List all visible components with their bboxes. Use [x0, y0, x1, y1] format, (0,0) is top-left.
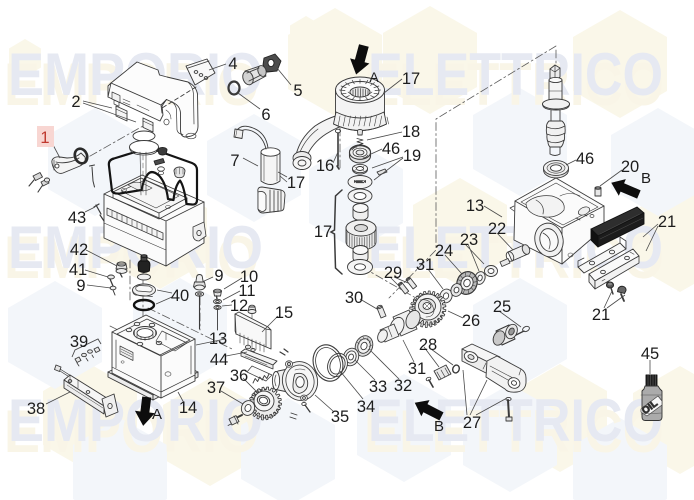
svg-text:27: 27 — [463, 414, 481, 432]
svg-text:44: 44 — [210, 351, 228, 369]
svg-text:EMPORIO: EMPORIO — [4, 398, 259, 465]
svg-text:23: 23 — [460, 231, 478, 249]
svg-text:2: 2 — [71, 93, 80, 111]
svg-text:41: 41 — [69, 261, 87, 279]
svg-text:ELETTRICO: ELETTRICO — [368, 41, 663, 108]
svg-text:9: 9 — [76, 277, 85, 295]
svg-text:45: 45 — [641, 345, 659, 363]
svg-text:36: 36 — [230, 367, 248, 385]
svg-text:21: 21 — [592, 306, 610, 324]
svg-text:30: 30 — [345, 289, 363, 307]
svg-text:42: 42 — [70, 241, 88, 259]
svg-text:16: 16 — [316, 157, 334, 175]
svg-text:43: 43 — [68, 209, 86, 227]
svg-text:ELETTRICO: ELETTRICO — [364, 398, 664, 465]
svg-text:28: 28 — [419, 336, 437, 354]
svg-text:1: 1 — [40, 129, 49, 147]
svg-text:9: 9 — [214, 267, 223, 285]
svg-text:13: 13 — [466, 197, 484, 215]
svg-text:24: 24 — [435, 242, 453, 260]
svg-text:13: 13 — [209, 330, 227, 348]
svg-text:10: 10 — [240, 268, 258, 286]
svg-text:17: 17 — [314, 223, 332, 241]
svg-text:39: 39 — [70, 333, 88, 351]
svg-text:B: B — [434, 418, 444, 435]
svg-text:40: 40 — [171, 287, 189, 305]
svg-text:11: 11 — [238, 282, 255, 300]
svg-text:34: 34 — [357, 398, 375, 416]
svg-text:A: A — [152, 406, 162, 423]
svg-text:18: 18 — [402, 123, 420, 141]
svg-text:4: 4 — [228, 55, 237, 73]
svg-text:38: 38 — [27, 400, 45, 418]
svg-text:7: 7 — [230, 152, 239, 170]
svg-text:35: 35 — [331, 408, 349, 426]
svg-text:17: 17 — [287, 174, 305, 192]
svg-text:25: 25 — [493, 298, 511, 316]
svg-text:31: 31 — [416, 256, 434, 274]
svg-text:5: 5 — [293, 82, 302, 100]
svg-text:33: 33 — [369, 378, 387, 396]
svg-text:46: 46 — [382, 140, 400, 158]
svg-text:22: 22 — [488, 220, 506, 238]
svg-text:17: 17 — [402, 70, 420, 88]
svg-text:29: 29 — [384, 264, 402, 282]
svg-text:46: 46 — [576, 150, 594, 168]
svg-text:12: 12 — [230, 297, 248, 315]
svg-text:ELETTRICO: ELETTRICO — [368, 387, 663, 454]
svg-text:6: 6 — [261, 106, 270, 124]
svg-text:20: 20 — [621, 158, 639, 176]
svg-text:B: B — [641, 170, 651, 187]
svg-text:A: A — [369, 69, 379, 85]
svg-text:19: 19 — [403, 147, 421, 165]
svg-text:EMPORIO: EMPORIO — [8, 387, 263, 454]
svg-text:15: 15 — [275, 304, 293, 322]
svg-text:21: 21 — [658, 213, 676, 231]
svg-text:32: 32 — [394, 377, 412, 395]
svg-text:14: 14 — [179, 399, 197, 417]
svg-text:26: 26 — [462, 312, 480, 330]
svg-text:31: 31 — [408, 360, 426, 378]
svg-text:ELETTRICO: ELETTRICO — [364, 51, 664, 118]
svg-text:37: 37 — [207, 379, 225, 397]
